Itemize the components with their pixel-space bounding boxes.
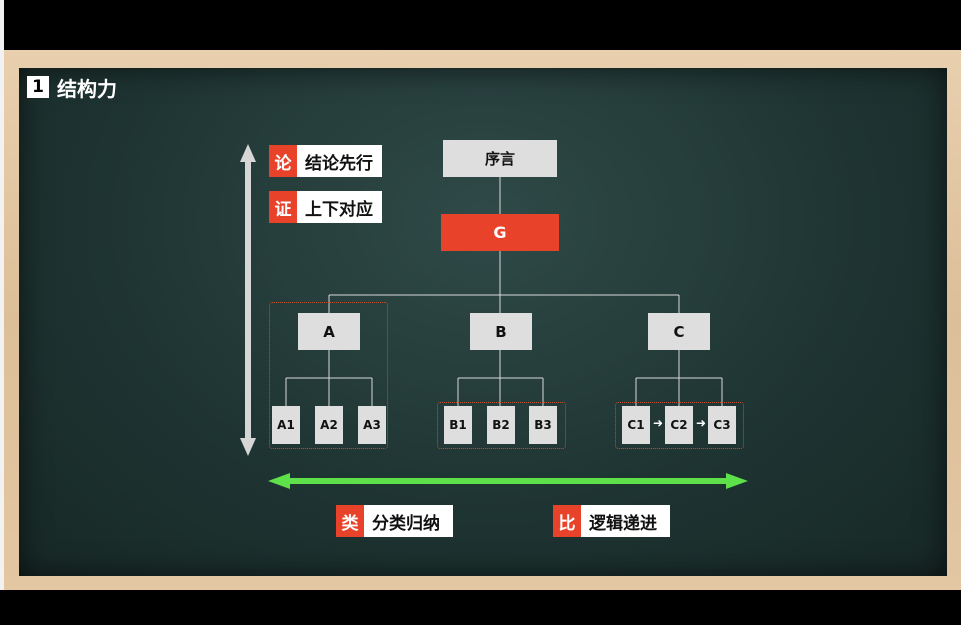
group-a-outline <box>269 302 388 449</box>
leaf-a2: A2 <box>315 406 343 444</box>
leaf-c1: C1 <box>622 406 650 444</box>
leaf-a3: A3 <box>358 406 386 444</box>
goal-box: G <box>441 214 559 251</box>
horizontal-double-arrow <box>268 473 748 489</box>
bottom-black-bar <box>0 590 961 625</box>
tag-key: 类 <box>336 505 364 537</box>
tag-categorize: 类 分类归纳 <box>336 505 453 537</box>
top-black-bar <box>0 0 961 50</box>
leaf-b3: B3 <box>529 406 557 444</box>
slide-title: 1 结构力 <box>27 74 117 101</box>
group-b-outline <box>437 402 566 449</box>
right-arrow-icon: ➜ <box>653 416 664 430</box>
leaf-b1: B1 <box>444 406 472 444</box>
leaf-c3: C3 <box>708 406 736 444</box>
intro-box: 序言 <box>443 140 557 177</box>
leaf-a1: A1 <box>272 406 300 444</box>
branch-c-box: C <box>648 313 710 350</box>
title-number: 1 <box>27 76 49 98</box>
tag-top-down-match: 证 上下对应 <box>269 191 382 223</box>
vertical-double-arrow <box>240 144 256 456</box>
tag-key: 论 <box>269 145 297 177</box>
tag-value: 分类归纳 <box>364 505 453 537</box>
group-c-outline <box>615 402 744 449</box>
tag-key: 比 <box>553 505 581 537</box>
left-strip <box>0 0 4 625</box>
tag-conclusion-first: 论 结论先行 <box>269 145 382 177</box>
tag-value: 上下对应 <box>297 191 382 223</box>
leaf-c2: C2 <box>665 406 693 444</box>
tag-key: 证 <box>269 191 297 223</box>
right-arrow-icon: ➜ <box>696 416 707 430</box>
leaf-b2: B2 <box>487 406 515 444</box>
title-text: 结构力 <box>57 76 117 101</box>
branch-a-box: A <box>298 313 360 350</box>
tag-value: 结论先行 <box>297 145 382 177</box>
tag-value: 逻辑递进 <box>581 505 670 537</box>
branch-b-box: B <box>470 313 532 350</box>
tag-logical-progression: 比 逻辑递进 <box>553 505 670 537</box>
